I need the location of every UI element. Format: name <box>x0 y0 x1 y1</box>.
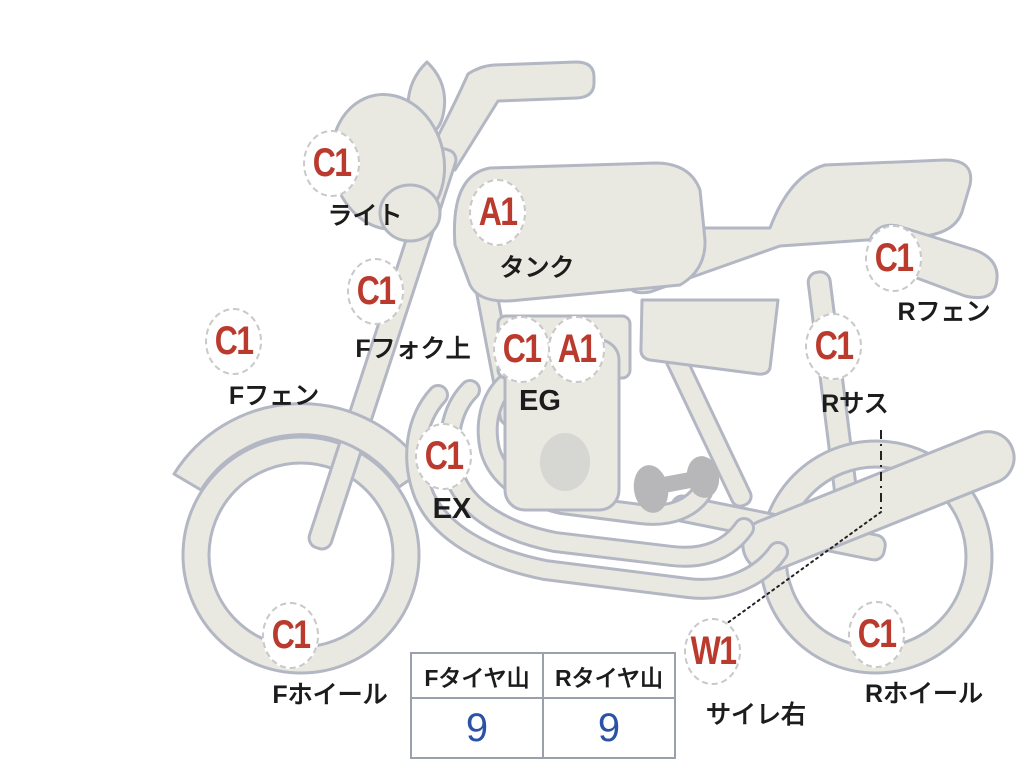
condition-badge-r-fender: C1 <box>865 225 922 292</box>
tire-tread-value-front: 9 <box>410 697 544 759</box>
tire-tread-value-rear: 9 <box>542 697 676 759</box>
part-label-r-fender: Rフェン <box>897 298 991 326</box>
part-label-f-fork-upper: Fフォク上 <box>355 335 471 363</box>
condition-badge-exhaust: C1 <box>415 423 472 490</box>
headlight-lower-lobe <box>378 183 442 243</box>
tire-tread-header-rear: Rタイヤ山 <box>542 652 676 699</box>
handlebar-shape <box>427 60 596 172</box>
condition-badge-tank: A1 <box>469 179 526 246</box>
tire-tread-header-front: Fタイヤ山 <box>410 652 544 699</box>
part-label-r-sus: Rサス <box>821 390 889 418</box>
condition-badge-f-fork-upper: C1 <box>347 258 404 325</box>
part-label-light: ライト <box>327 202 403 230</box>
muffler-shape <box>741 430 1016 573</box>
part-label-exhaust: EX <box>432 493 472 525</box>
part-label-tank: タンク <box>499 254 575 282</box>
front-wheel-outer-edge <box>181 435 421 675</box>
condition-badge-r-sus: C1 <box>805 313 862 380</box>
part-label-f-wheel: Fホイール <box>272 681 388 709</box>
front-fork-shape <box>307 147 458 551</box>
part-label-r-wheel: Rホイール <box>864 680 984 708</box>
condition-badge-r-wheel: C1 <box>848 601 905 668</box>
part-label-engine: EG <box>519 385 561 417</box>
silencer-pointer-dotted <box>725 511 882 625</box>
condition-badge-engine-2: A1 <box>548 316 605 383</box>
engine-cover-circle <box>540 433 590 491</box>
condition-badge-engine-1: C1 <box>493 316 550 383</box>
condition-badge-silencer-right: W1 <box>684 618 741 685</box>
side-cover-shape <box>639 298 780 376</box>
kick-pedal-shape <box>633 456 720 513</box>
part-label-silencer-right: サイレ右 <box>705 701 807 729</box>
tire-tread-table: Fタイヤ山 Rタイヤ山 9 9 <box>410 652 676 759</box>
condition-badge-f-fender: C1 <box>205 308 262 375</box>
condition-badge-light: C1 <box>303 130 360 197</box>
condition-badge-f-wheel: C1 <box>262 602 319 669</box>
part-label-f-fender: Fフェン <box>228 382 320 410</box>
